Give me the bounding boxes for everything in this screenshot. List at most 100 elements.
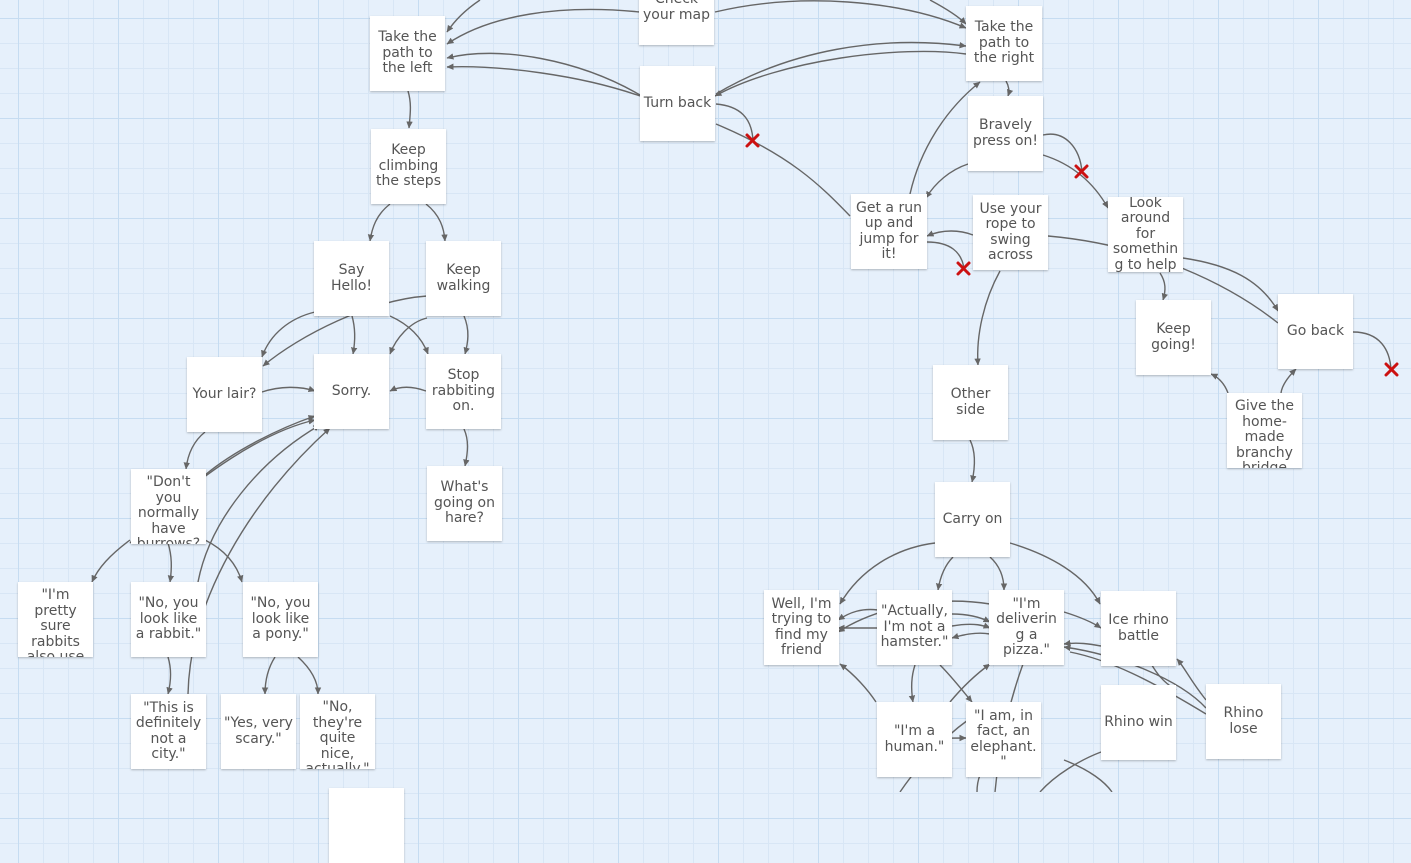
link-arrow xyxy=(1039,751,1102,792)
link-arrow xyxy=(926,230,974,237)
passage-title: "No, you look like a pony." xyxy=(250,595,311,643)
passage-title: "No, you look like a rabbit." xyxy=(135,595,202,643)
link-broken xyxy=(1042,133,1083,173)
passage-stop-rabbiting[interactable]: Stop rabbiting on. xyxy=(426,354,501,429)
link-arrow xyxy=(989,556,1008,591)
passage-take-path-left[interactable]: Take the path to the left xyxy=(370,16,445,91)
link-arrow xyxy=(974,270,1001,366)
passage-title: "Yes, very scary." xyxy=(224,715,293,747)
passage-look-like-pony[interactable]: "No, you look like a pony." xyxy=(243,582,318,657)
passage-title: Stop rabbiting on. xyxy=(431,367,496,415)
passage-keep-walking[interactable]: Keep walking xyxy=(426,241,501,316)
passage-title: Take the path to the left xyxy=(378,29,437,77)
link-broken xyxy=(1352,331,1392,371)
link-arrow xyxy=(197,424,321,583)
link-arrow xyxy=(1063,759,1113,792)
passage-keep-going[interactable]: Keep going! xyxy=(1136,300,1211,375)
link-arrow xyxy=(463,315,470,355)
passage-title: Give the home-made branchy bridge xyxy=(1234,398,1295,468)
passage-title: Keep climbing the steps xyxy=(375,142,441,190)
passage-turn-back[interactable]: Turn back xyxy=(640,66,715,141)
link-arrow xyxy=(261,656,276,695)
link-arrow xyxy=(969,439,977,483)
link-arrow xyxy=(204,539,244,583)
passage-whats-going-on-hare[interactable]: What's going on hare? xyxy=(427,466,502,541)
passage-quite-nice[interactable]: "No, they're quite nice, actually." xyxy=(300,694,375,769)
link-arrow xyxy=(976,774,981,792)
passage-ice-rhino-battle[interactable]: Ice rhino battle xyxy=(1101,591,1176,666)
link-arrow xyxy=(261,385,316,393)
link-arrow xyxy=(951,613,991,623)
passage-i-am-elephant[interactable]: "I am, in fact, an elephant." xyxy=(966,702,1041,777)
passage-keep-climbing[interactable]: Keep climbing the steps xyxy=(371,129,446,204)
passage-title: Take the path to the right xyxy=(973,19,1035,67)
link-arrow xyxy=(837,608,879,621)
passage-pretty-sure-rabbits[interactable]: "I'm pretty sure rabbits also use xyxy=(18,582,93,657)
link-arrow xyxy=(167,542,175,583)
link-arrow xyxy=(951,622,991,629)
passage-yes-very-scary[interactable]: "Yes, very scary." xyxy=(221,694,296,769)
passage-rhino-lose[interactable]: Rhino lose xyxy=(1206,684,1281,759)
passage-give-bridge[interactable]: Give the home-made branchy bridge xyxy=(1227,393,1302,468)
passage-your-lair[interactable]: Your lair? xyxy=(187,357,262,432)
passage-title: Use your rope to swing across xyxy=(979,200,1042,263)
passage-other-side[interactable]: Other side xyxy=(933,365,1008,440)
passage-title: Your lair? xyxy=(192,385,257,402)
link-arrow xyxy=(714,50,967,97)
passage-title: "I am, in fact, an elephant." xyxy=(970,707,1037,770)
link-arrow xyxy=(929,0,967,25)
link-arrow xyxy=(908,664,916,703)
passage-sorry[interactable]: Sorry. xyxy=(314,354,389,429)
link-arrow xyxy=(715,123,851,217)
link-arrow xyxy=(1182,257,1279,312)
passage-title: "Don't you normally have burrows?" xyxy=(136,474,201,544)
passage-title: "I'm pretty sure rabbits also use xyxy=(26,587,85,657)
passage-rhino-win[interactable]: Rhino win xyxy=(1101,685,1176,760)
passage-title: Ice rhino battle xyxy=(1108,612,1169,644)
passage-title: Carry on xyxy=(942,510,1003,527)
link-arrow xyxy=(262,295,428,367)
link-arrow xyxy=(183,431,206,470)
passage-look-around[interactable]: Look around for something to help xyxy=(1108,197,1183,272)
passage-look-like-rabbit[interactable]: "No, you look like a rabbit." xyxy=(131,582,206,657)
link-arrow xyxy=(389,317,428,355)
link-arrow xyxy=(839,542,936,605)
link-arrow xyxy=(939,664,973,703)
link-layer xyxy=(91,0,1399,792)
broken-link-x-icon xyxy=(1074,164,1089,179)
link-arrow xyxy=(909,81,981,195)
passage-title: Rhino win xyxy=(1104,713,1173,730)
passage-title: Say Hello! xyxy=(330,262,373,294)
passage-take-path-right[interactable]: Take the path to the right xyxy=(966,6,1042,81)
passage-definitely-not-city[interactable]: "This is definitely not a city." xyxy=(131,694,206,769)
passage-use-your-rope[interactable]: Use your rope to swing across xyxy=(973,195,1048,270)
passage-check-your-map[interactable]: Check your map xyxy=(639,0,714,45)
passage-dont-you-burrows[interactable]: "Don't you normally have burrows?" xyxy=(131,469,206,544)
passage-title: Turn back xyxy=(643,94,712,111)
link-arrow xyxy=(714,0,967,29)
passage-trying-find-friend[interactable]: Well, I'm trying to find my friend xyxy=(764,590,839,665)
passage-say-hello[interactable]: Say Hello! xyxy=(314,241,389,316)
passage-get-a-run-up[interactable]: Get a run up and jump for it! xyxy=(851,194,927,269)
passage-title: Go back xyxy=(1286,322,1345,339)
passage-title: Other side xyxy=(950,386,991,418)
passage-delivering-pizza[interactable]: "I'm delivering a pizza." xyxy=(989,590,1064,665)
passage-offscreen[interactable] xyxy=(329,788,404,863)
link-arrow xyxy=(351,315,358,355)
passage-go-back[interactable]: Go back xyxy=(1278,294,1353,369)
passage-not-a-hamster[interactable]: "Actually, I'm not a hamster." xyxy=(877,590,952,665)
link-arrow xyxy=(935,556,954,591)
link-arrow xyxy=(1042,154,1109,209)
passage-bravely-press-on[interactable]: Bravely press on! xyxy=(968,96,1043,171)
link-arrow xyxy=(166,656,173,695)
link-arrow xyxy=(446,8,641,45)
link-arrow xyxy=(839,663,877,703)
passage-carry-on[interactable]: Carry on xyxy=(935,482,1010,557)
broken-link-x-icon xyxy=(956,261,971,276)
passage-title: Look around for something to help xyxy=(1112,197,1179,272)
link-arrow xyxy=(367,203,391,242)
passage-title: "I'm a human." xyxy=(884,723,945,755)
passage-im-a-human[interactable]: "I'm a human." xyxy=(877,702,952,777)
link-arrow xyxy=(297,656,322,695)
passage-title: "This is definitely not a city." xyxy=(135,699,202,762)
